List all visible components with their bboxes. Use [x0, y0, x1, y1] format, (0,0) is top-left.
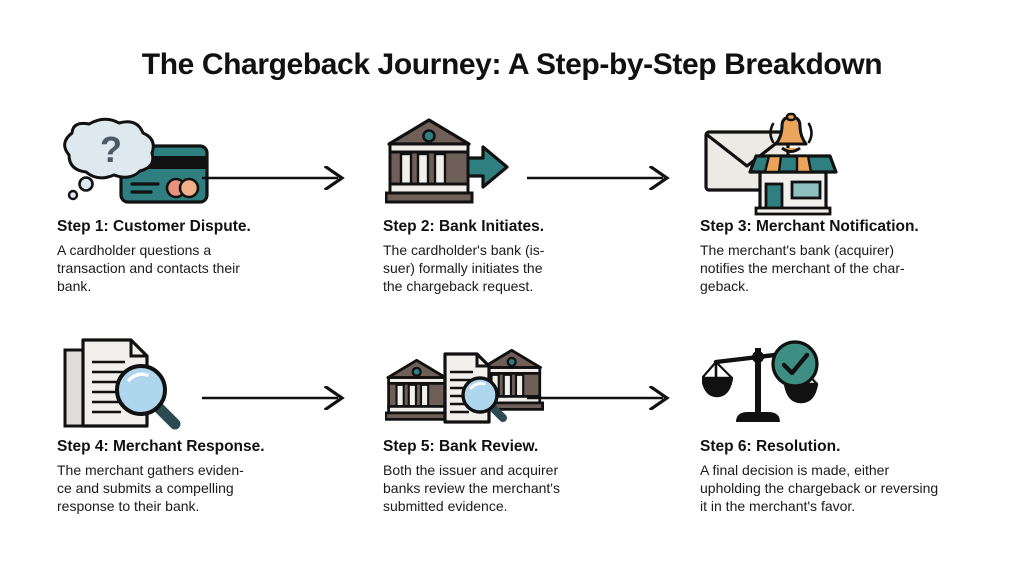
balance-scales-check-icon	[700, 332, 1000, 436]
step-description: A final decision is made, either upholdi…	[700, 462, 939, 514]
two-banks-document-magnifier-icon	[383, 332, 683, 436]
svg-text:?: ?	[100, 129, 122, 170]
arrow-4-to-5	[200, 386, 350, 410]
steps-grid: ? Step 1: Customer Dispute. A cardholder…	[0, 112, 1024, 544]
step-card-4: Step 4: Merchant Response. The merchant …	[57, 332, 357, 516]
thought-bubble-credit-card-icon: ?	[57, 112, 357, 216]
step-description: The merchant gathers eviden- ce and subm…	[57, 462, 244, 514]
step-title: Step 2: Bank Initiates.	[383, 218, 545, 235]
step-card-2: Step 2: Bank Initiates. The cardholder's…	[383, 112, 683, 296]
steps-row-top: ? Step 1: Customer Dispute. A cardholder…	[0, 112, 1024, 324]
arrow-2-to-3	[525, 166, 675, 190]
step-description: A cardholder questions a transaction and…	[57, 242, 240, 294]
arrow-1-to-2	[200, 166, 350, 190]
step-title: Step 1: Customer Dispute.	[57, 218, 251, 235]
step-title: Step 4: Merchant Response.	[57, 438, 265, 455]
step-card-5: Step 5: Bank Review. Both the issuer and…	[383, 332, 683, 516]
step-card-6: Step 6: Resolution. A final decision is …	[700, 332, 1000, 516]
steps-row-bottom: Step 4: Merchant Response. The merchant …	[0, 332, 1024, 544]
bank-arrow-icon	[383, 112, 683, 216]
step-card-1: ? Step 1: Customer Dispute. A cardholder…	[57, 112, 357, 296]
step-description: Both the issuer and acquirer banks revie…	[383, 462, 560, 514]
step-description: The cardholder's bank (is- suer) formall…	[383, 242, 545, 294]
documents-magnifier-icon	[57, 332, 357, 436]
step-description: The merchant's bank (acquirer) notifies …	[700, 242, 905, 294]
envelope-storefront-bell-icon	[700, 112, 1000, 216]
step-title: Step 3: Merchant Notification.	[700, 218, 919, 235]
step-card-3: Step 3: Merchant Notification. The merch…	[700, 112, 1000, 296]
page-title: The Chargeback Journey: A Step-by-Step B…	[141, 48, 883, 81]
step-title: Step 5: Bank Review.	[383, 438, 539, 455]
arrow-5-to-6	[525, 386, 675, 410]
step-title: Step 6: Resolution.	[700, 438, 841, 455]
